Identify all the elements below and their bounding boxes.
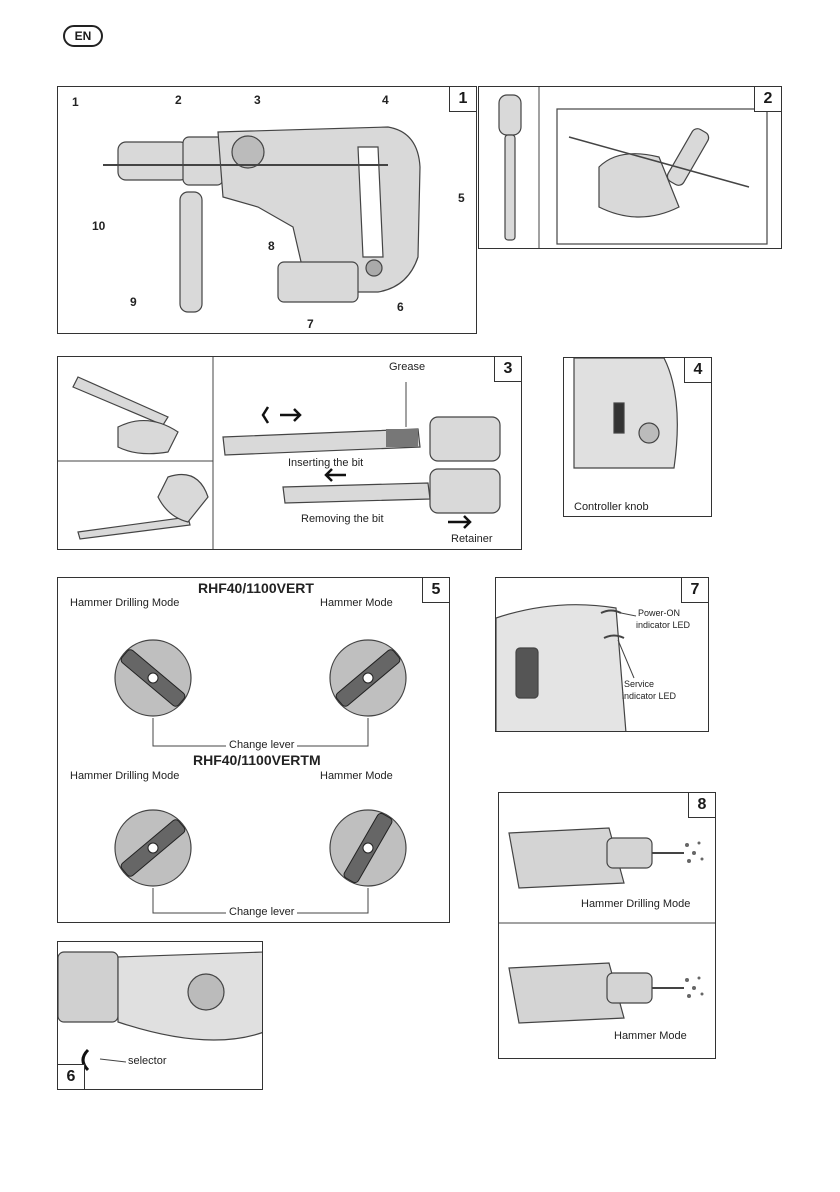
figure-number: 2 xyxy=(754,87,781,112)
figure-5-mode-selection: RHF40/1100VERT Hammer Drilling Mode Hamm… xyxy=(57,577,450,923)
figure-1-tool-overview: 1 2 3 4 5 6 7 8 9 10 1 xyxy=(57,86,477,334)
callout-5: 5 xyxy=(458,191,465,205)
figure-8-modes: Hammer Drilling Mode Hammer Mode 8 xyxy=(498,792,716,1059)
retainer-label: Retainer xyxy=(451,533,493,545)
selector-label: selector xyxy=(128,1055,167,1067)
callout-6: 6 xyxy=(397,300,404,314)
hammer-mode-label-2: Hammer Mode xyxy=(320,770,393,782)
figure-7-indicator-leds: Power-ON indicator LED Service indicator… xyxy=(495,577,709,732)
figure-number: 3 xyxy=(494,357,521,382)
callout-8: 8 xyxy=(268,239,275,253)
modes-drawing xyxy=(499,827,715,1024)
controller-knob-label: Controller knob xyxy=(574,501,649,513)
change-lever-label-1: Change lever xyxy=(226,739,298,751)
language-badge: EN xyxy=(63,25,103,47)
change-lever-label-2: Change lever xyxy=(226,906,298,918)
hammer-mode-label: Hammer Mode xyxy=(614,1030,687,1042)
grease-label: Grease xyxy=(389,361,426,373)
bit-insertion-drawing xyxy=(58,357,501,549)
hammer-mode-label-1: Hammer Mode xyxy=(320,597,393,609)
callout-10: 10 xyxy=(92,219,106,233)
power-on-led-label: Power-ON xyxy=(638,608,681,618)
figure-number: 5 xyxy=(422,578,449,603)
model-1-title: RHF40/1100VERT xyxy=(198,580,314,596)
figure-number: 6 xyxy=(58,1064,85,1089)
figure-4-controller-knob: Controller knob 4 xyxy=(563,357,712,517)
indicator-leds-drawing xyxy=(496,604,637,731)
service-led-label-2: indicator LED xyxy=(622,691,677,701)
service-led-label: Service xyxy=(624,679,655,689)
removing-bit-label: Removing the bit xyxy=(301,513,384,525)
side-handle-drawing xyxy=(498,87,768,248)
callout-9: 9 xyxy=(130,295,137,309)
figure-number: 1 xyxy=(449,87,476,112)
power-on-led-label-2: indicator LED xyxy=(636,620,691,630)
callout-3: 3 xyxy=(254,93,261,107)
figure-number: 8 xyxy=(688,793,715,818)
hammer-drilling-mode-label-1: Hammer Drilling Mode xyxy=(70,597,180,609)
model-2-title: RHF40/1100VERTM xyxy=(193,752,321,768)
figure-2-side-handle: 2 xyxy=(478,86,782,249)
hammer-drilling-mode-label: Hammer Drilling Mode xyxy=(581,898,691,910)
figure-6-selector: selector 6 xyxy=(57,941,263,1090)
callout-2: 2 xyxy=(175,93,182,107)
callout-4: 4 xyxy=(382,93,389,107)
controller-knob-drawing xyxy=(573,358,678,469)
mode-dials-drawing xyxy=(114,639,407,914)
rotary-hammer-drawing xyxy=(103,126,421,313)
callout-7: 7 xyxy=(307,317,314,331)
callout-1: 1 xyxy=(72,95,79,109)
inserting-bit-label: Inserting the bit xyxy=(288,457,364,469)
figure-3-bit-insertion: Grease Inserting the bit Removing the bi… xyxy=(57,356,522,550)
figure-number: 4 xyxy=(684,358,711,383)
selector-drawing xyxy=(58,951,262,1072)
hammer-drilling-mode-label-2: Hammer Drilling Mode xyxy=(70,770,180,782)
figure-number: 7 xyxy=(681,578,708,603)
